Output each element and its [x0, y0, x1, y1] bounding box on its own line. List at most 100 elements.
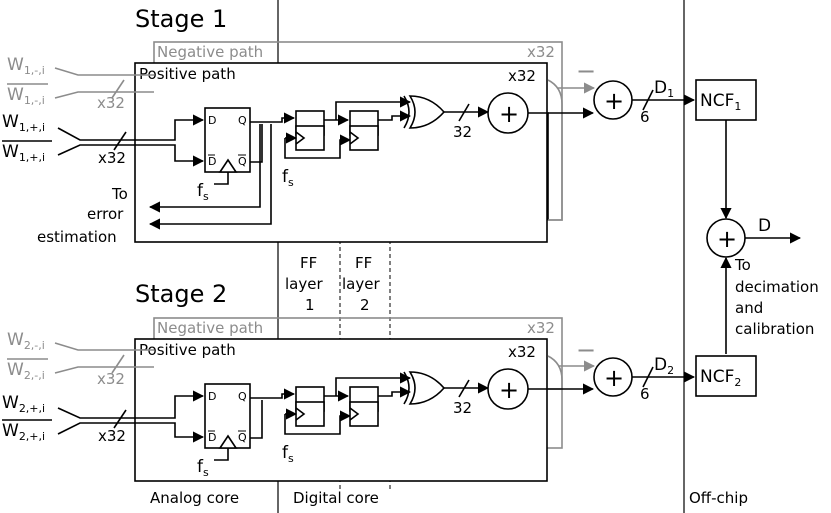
stage-1-neg-loop	[547, 79, 563, 221]
stage-1-combiner-plus: +	[604, 87, 624, 115]
stage-2-latch-d: D	[208, 390, 216, 403]
stage-1-to-error-1: To	[111, 185, 128, 203]
stage-1-positive-path-box	[134, 62, 548, 243]
stage-1-pos-bus-tick	[113, 131, 127, 151]
stage-1-error-wire-2	[148, 124, 272, 230]
stage-1-q-wire	[250, 112, 296, 124]
stage-1-latch-q: Q	[238, 114, 247, 127]
stage-2-q-wire	[250, 388, 296, 400]
stage-2-out-bus-tick	[642, 366, 654, 388]
stage-2-pos-bus-tick	[113, 409, 127, 429]
stage-2-positive-path-label: Positive path	[139, 341, 236, 359]
to-decimation-2: decimation	[735, 278, 819, 296]
stage-2-xor-mult: x32	[508, 343, 536, 361]
stage-1-bus-width: 32	[453, 123, 472, 141]
stage-2-neg-wire-1	[54, 342, 154, 351]
ff-layer-1-line3: 1	[305, 296, 315, 314]
stage-1-ff2-bottom	[349, 125, 379, 151]
stage-1-latch-dbar: D	[208, 155, 216, 168]
stage-2-out-width: 6	[640, 385, 650, 403]
stage-1-qbar-wire	[250, 124, 263, 163]
stage-1-ff1-to-xor	[335, 96, 412, 120]
stage-2-pos-bus-label: x32	[98, 427, 126, 445]
stage-1: Stage 1 Negative path x32 Positive path …	[2, 5, 757, 246]
stage-2-xor-gate-back	[403, 371, 410, 405]
stage-1-neg-wire-2	[54, 91, 154, 99]
stage-2-xor-gate	[408, 371, 446, 405]
stage-2-pos-wire-1	[57, 390, 205, 419]
to-decimation-3: and	[735, 299, 763, 317]
stage-1-xor-mult: x32	[508, 67, 536, 85]
stage-2-xor-bus-tick	[458, 379, 470, 398]
to-decimation-4: calibration	[735, 320, 814, 338]
stage-2-negative-path-label: Negative path	[157, 319, 263, 337]
stage-2-neg-wire-2	[54, 366, 154, 374]
stage-2-latch-clock-wire	[214, 448, 229, 461]
ff-layer-1-line1: FF	[300, 254, 317, 272]
stage-2-input-neg-2: W2,-,i	[7, 360, 45, 382]
stage-2-ff1-to-xor	[335, 372, 412, 396]
stage-1-input-pos-1: W1,+,i	[2, 112, 45, 134]
stage-2-latch-dbar: D	[208, 431, 216, 444]
stage-1-to-error-2: error	[87, 205, 124, 223]
stage-2-ff2-to-xor	[378, 386, 412, 398]
final-out-label: D	[758, 216, 771, 236]
section-digital-core: Digital core	[293, 489, 379, 507]
stage-1-out-bus-tick	[642, 89, 654, 111]
ff-layer-2-line1: FF	[355, 254, 372, 272]
stage-2-ff2-clock	[349, 407, 360, 421]
stage-1-to-error-3: estimation	[37, 228, 117, 246]
ff-layer-2-line2: layer	[342, 275, 380, 293]
section-analog-core: Analog core	[150, 489, 239, 507]
stage-1-negative-path-label: Negative path	[157, 43, 263, 61]
stage-1-title: Stage 1	[135, 5, 227, 33]
stage-1-latch-d: D	[208, 114, 216, 127]
stage-1-neg-wire-1	[54, 67, 154, 76]
stage-1-ff2-to-xor	[378, 110, 412, 122]
stage-2-clock: fs	[197, 457, 209, 479]
stage-2-latch-q: Q	[238, 390, 247, 403]
stage-2-pos-wire-2	[57, 422, 205, 443]
stage-1-ff1-clock	[295, 131, 306, 145]
stage-1-xor-gate-back	[403, 95, 410, 129]
stage-1-latch-qbar: Q	[238, 155, 247, 168]
stage-2-minus: −	[576, 336, 596, 364]
stage-2-neg-bus-tick	[111, 354, 125, 374]
stage-2-ncf-label: NCF2	[700, 367, 741, 389]
stage-2-input-pos-1: W2,+,i	[2, 393, 45, 415]
stage-2-combiner-plus: +	[604, 364, 624, 392]
stage-1-ff1-bottom	[295, 125, 325, 151]
stage-1-ncf-block	[695, 79, 757, 121]
stage-1-minus: −	[576, 57, 596, 85]
stage-2-sum-plus: +	[499, 376, 519, 404]
stage-2-latch-qbar: Q	[238, 431, 247, 444]
stage-2-ff2-bottom	[349, 401, 379, 427]
stage-2-negative-mult: x32	[527, 319, 555, 337]
stage-1-xor-bus-tick	[458, 103, 470, 122]
stage-1-ncf-label: NCF1	[700, 91, 741, 113]
stage-1-input-neg-1: W1,-,i	[7, 55, 45, 77]
stage-2-neg-bus-label: x32	[97, 370, 125, 388]
stage-1-pos-wire-1	[57, 114, 205, 141]
final-adder-plus: +	[717, 225, 737, 253]
stage-1-latch-clock-wire	[214, 172, 229, 185]
stage-2-ff-clock: fs	[282, 443, 294, 465]
to-decimation-1: To	[734, 256, 751, 274]
stage-1-xor-gate	[408, 95, 446, 129]
stage-1-out-width: 6	[640, 108, 650, 126]
stage-2-positive-path-box	[134, 338, 548, 482]
stage-1-out-label: D1	[654, 78, 674, 100]
stage-1-ff-clock: fs	[282, 167, 294, 189]
stage-1-negative-mult: x32	[527, 43, 555, 61]
stage-1-pos-bus-label: x32	[98, 149, 126, 167]
stage-1-positive-path-label: Positive path	[139, 65, 236, 83]
stage-2-bus-width: 32	[453, 399, 472, 417]
stage-2-out-label: D2	[654, 355, 674, 377]
stage-2-ff1-clock	[295, 407, 306, 421]
stage-1-clock: fs	[197, 181, 209, 203]
stage-1-input-pos-2: W1,+,i	[2, 142, 45, 164]
stage-1-error-wire-1	[148, 124, 261, 213]
stage-1-pos-wire-2	[57, 144, 205, 167]
stage-1-sum-plus: +	[499, 100, 519, 128]
stage-2-input-pos-2: W2,+,i	[2, 421, 45, 443]
